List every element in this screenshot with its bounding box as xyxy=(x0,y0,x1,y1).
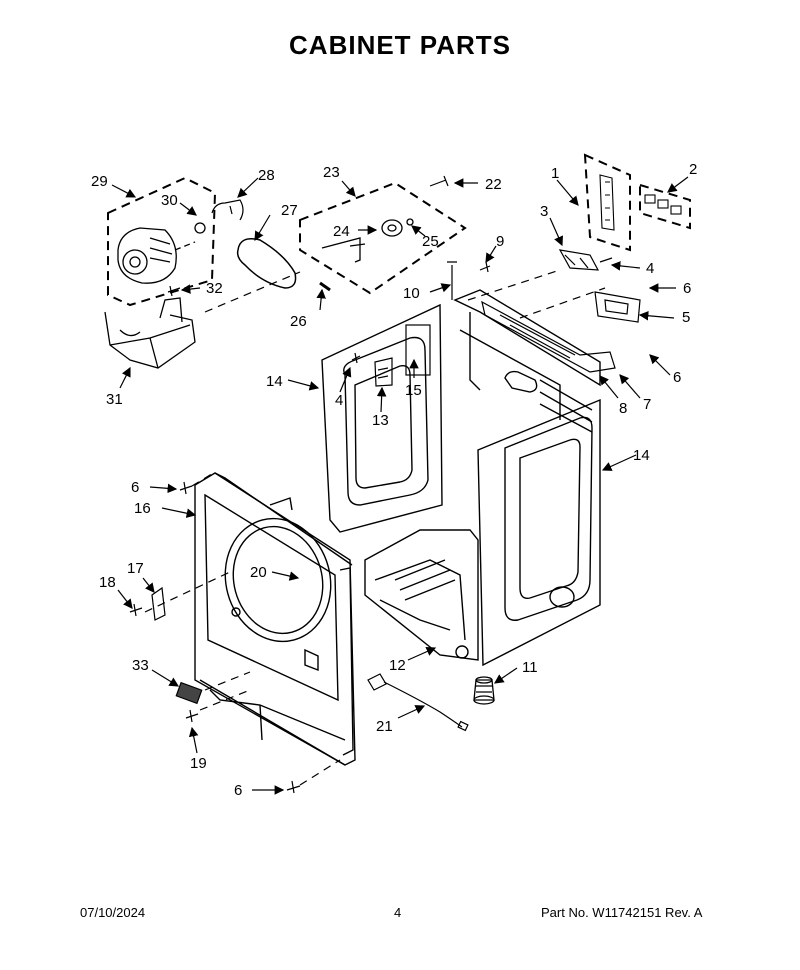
callout-28: 28 xyxy=(258,167,275,184)
callout-15: 15 xyxy=(405,382,422,399)
screw-6-bottom xyxy=(286,780,301,794)
top-rail xyxy=(481,300,616,373)
group-box-motor xyxy=(107,176,217,307)
idler-assembly xyxy=(319,218,414,292)
drive-motor xyxy=(117,222,206,284)
callout-25: 25 xyxy=(422,233,439,250)
hinge-13 xyxy=(351,352,393,387)
callout-22: 22 xyxy=(485,176,502,193)
footer-part-number: Part No. W11742151 Rev. A xyxy=(541,905,703,920)
callout-10: 10 xyxy=(403,285,420,302)
motor-mount xyxy=(104,297,196,369)
group-box-idler xyxy=(299,181,467,295)
drive-belt xyxy=(236,238,297,289)
screw-32 xyxy=(167,285,181,297)
callout-2: 2 xyxy=(689,161,697,178)
callout-8: 8 xyxy=(619,400,627,417)
screw-6-front xyxy=(179,481,193,495)
terminal-block xyxy=(599,174,682,231)
callout-27: 27 xyxy=(281,202,298,219)
bolt-10 xyxy=(447,261,457,300)
callout-6-bottom: 6 xyxy=(234,782,242,799)
callout-5: 5 xyxy=(682,309,690,326)
bracket-5 xyxy=(594,291,641,323)
callout-29: 29 xyxy=(91,173,108,190)
callout-14-right: 14 xyxy=(633,447,650,464)
bolt-22 xyxy=(429,175,449,187)
callout-6: 6 xyxy=(683,280,691,297)
cabinet xyxy=(321,289,601,667)
callout-6-front: 6 xyxy=(131,479,139,496)
screw-19 xyxy=(185,709,199,723)
callout-17: 17 xyxy=(127,560,144,577)
callout-1: 1 xyxy=(551,165,559,182)
callout-6-right: 6 xyxy=(673,369,681,386)
callout-31: 31 xyxy=(106,391,123,408)
callout-24: 24 xyxy=(333,223,350,240)
footer-page-number: 4 xyxy=(394,905,402,920)
callout-19: 19 xyxy=(190,755,207,772)
door-switch xyxy=(558,249,613,271)
footer-date: 07/10/2024 xyxy=(80,905,146,920)
callout-33: 33 xyxy=(132,657,149,674)
callout-14-left: 14 xyxy=(266,373,283,390)
screw-9 xyxy=(479,261,491,273)
callout-16: 16 xyxy=(134,500,151,517)
front-panel xyxy=(194,472,356,766)
callout-23: 23 xyxy=(323,164,340,181)
callout-21: 21 xyxy=(376,718,393,735)
screw-18 xyxy=(129,603,143,617)
callout-12: 12 xyxy=(389,657,406,674)
callout-3: 3 xyxy=(540,203,548,220)
callout-4-hinge: 4 xyxy=(335,392,343,409)
callout-7: 7 xyxy=(643,396,651,413)
callout-11: 11 xyxy=(522,659,538,676)
callout-30: 30 xyxy=(161,192,178,209)
motor-strap xyxy=(211,199,244,221)
callout-13: 13 xyxy=(372,412,389,429)
callout-18: 18 xyxy=(99,574,116,591)
latch-17 xyxy=(151,586,166,621)
callout-4: 4 xyxy=(646,260,654,277)
leveling-foot xyxy=(473,676,495,705)
callout-20: 20 xyxy=(250,564,267,581)
callout-32: 32 xyxy=(206,280,223,297)
group-box-terminal xyxy=(583,153,691,252)
callout-26: 26 xyxy=(290,313,307,330)
callout-9: 9 xyxy=(496,233,504,250)
label-15 xyxy=(405,324,431,376)
filter-33 xyxy=(175,681,203,705)
page-title: CABINET PARTS xyxy=(289,30,511,60)
power-harness xyxy=(367,673,469,732)
